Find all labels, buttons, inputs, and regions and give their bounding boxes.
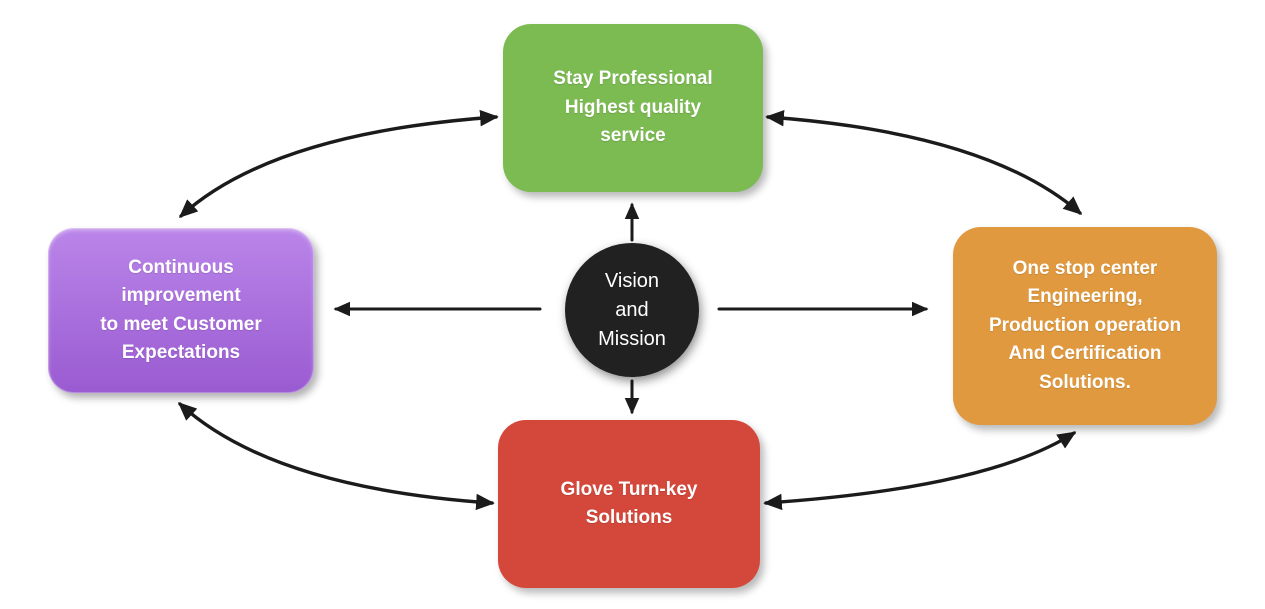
arc-arrow-top-right	[765, 109, 1083, 215]
node-glove-turnkey-label: Glove Turn-key Solutions	[560, 478, 698, 529]
node-stay-professional: Stay Professional Highest quality servic…	[503, 24, 763, 192]
node-glove-turnkey: Glove Turn-key Solutions	[498, 420, 760, 588]
arc-arrow-bottom-right	[763, 431, 1077, 511]
node-vision-mission: Vision and Mission	[565, 243, 699, 377]
arc-arrow-left-top	[178, 109, 499, 218]
node-vision-mission-label: Vision and Mission	[598, 269, 666, 350]
node-one-stop-center: One stop center Engineering, Production …	[953, 227, 1217, 425]
node-continuous-improvement-label: Continuous improvement to meet Customer …	[100, 256, 262, 364]
node-continuous-improvement: Continuous improvement to meet Customer …	[48, 228, 314, 393]
node-stay-professional-label: Stay Professional Highest quality servic…	[553, 68, 713, 147]
node-one-stop-center-label: One stop center Engineering, Production …	[988, 257, 1182, 393]
arc-arrow-left-bottom	[177, 402, 495, 511]
